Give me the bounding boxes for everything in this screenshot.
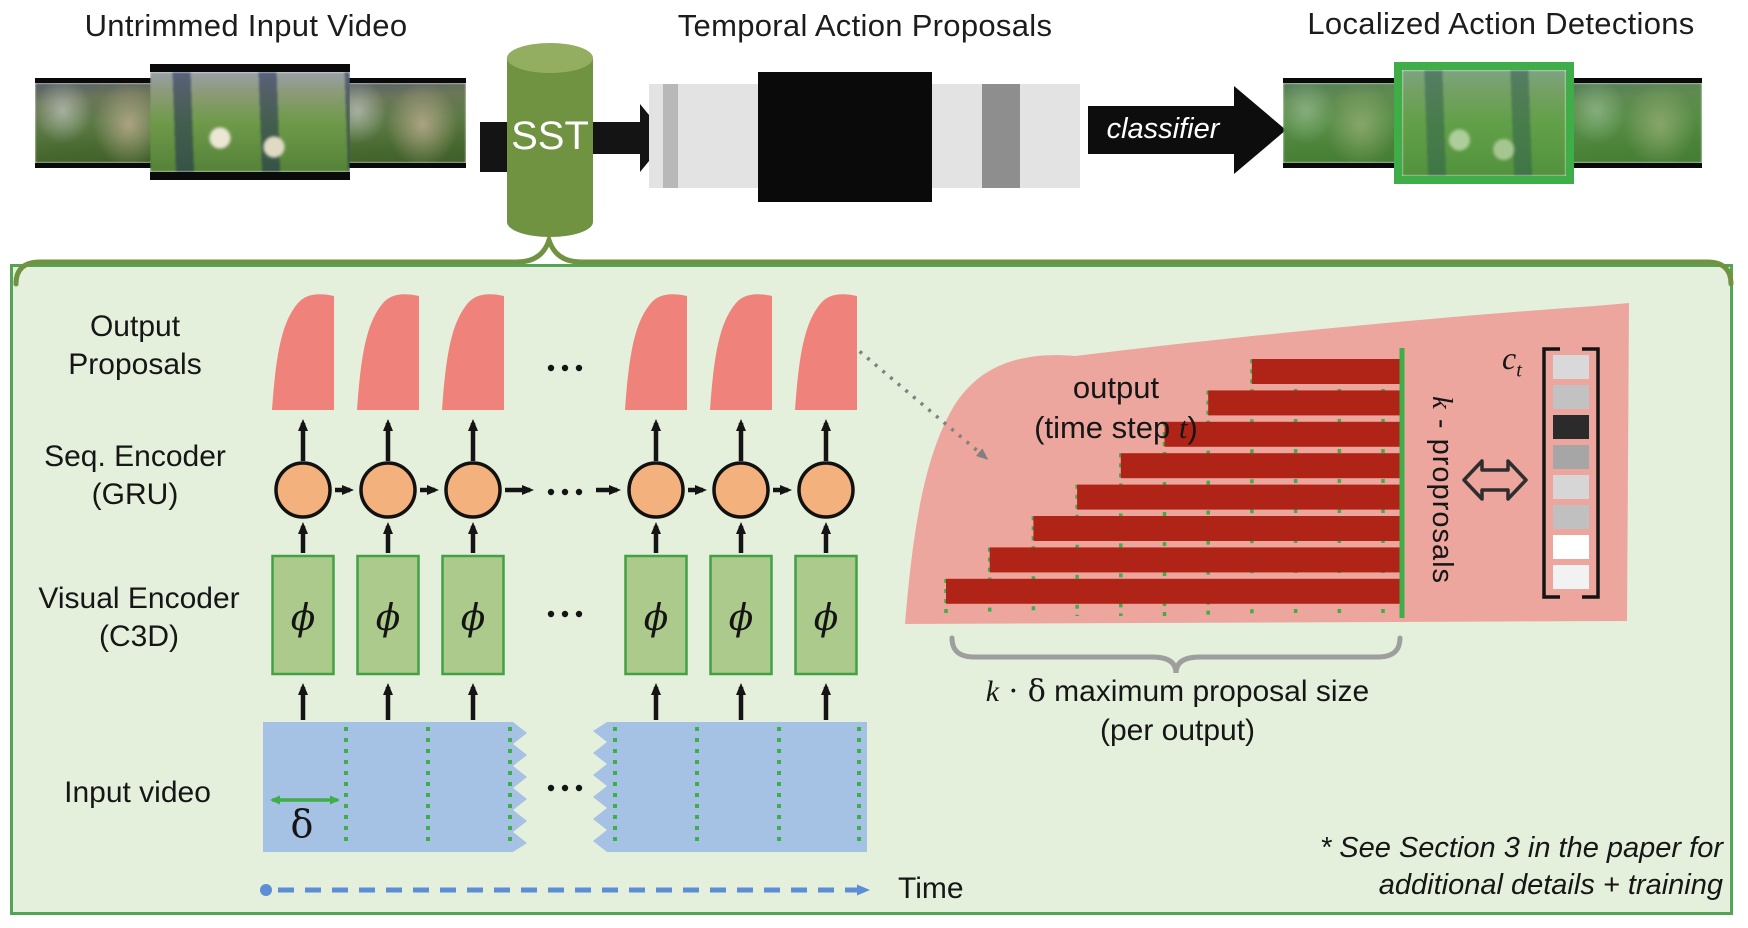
ct-bracket-left [1542,347,1560,599]
proposal-bar [1120,453,1402,479]
visual-encoder-label: Visual Encoder(C3D) [38,582,240,653]
input-video-bar-right [593,722,867,852]
ellipsis-dot [561,488,569,496]
output-proposal-fin [625,294,687,410]
confidence-cell [1553,355,1589,379]
proposal-bar [1251,359,1402,384]
video-frame [330,78,466,168]
temporal-proposals-bar [649,72,1080,202]
video-frame [1570,78,1702,168]
seq-encoder-label: Seq. Encoder(GRU) [44,440,226,511]
output-proposal-fin [710,294,772,410]
confidence-cell [1553,475,1589,499]
c3d-encoder-box [441,554,505,676]
ct-label: ct [1502,340,1522,382]
c3d-encoder-box [271,554,335,676]
ellipsis-dot [575,784,583,792]
proposal-bar [989,547,1402,573]
proposal-bar [1164,421,1402,447]
ellipsis-dot [547,610,555,618]
ellipsis-dot [547,364,555,372]
gru-cell [797,461,855,519]
confidence-cell [1553,385,1589,409]
c3d-encoder-box [624,554,688,676]
phi-symbol: ϕ [814,598,839,639]
phi-symbol: ϕ [729,598,754,639]
ellipsis-dot [547,488,555,496]
classifier-arrow-icon [1088,86,1286,174]
ellipsis-dot [561,784,569,792]
sst-cylinder-body [507,58,593,222]
output-proposal-fin [272,294,334,410]
expansion-brace [13,231,1734,287]
correspondence-double-arrow-icon [1462,459,1528,501]
ellipsis-dot [547,784,555,792]
proposal-bar [946,578,1402,604]
delta-label: δ [290,802,314,846]
sst-cylinder-top [507,43,593,73]
ellipsis-dot [561,364,569,372]
output-proposal-fin [442,294,504,410]
input-video-bar-left [263,722,527,852]
c3d-encoder-box [794,554,858,676]
classifier-label: classifier [1106,113,1220,145]
video-frame [150,64,350,180]
ellipsis-dot [561,610,569,618]
footnote: * See Section 3 in the paper for additio… [1319,832,1723,901]
output-proposal-fin [357,294,419,410]
untrimmed-video-title: Untrimmed Input Video [84,8,408,43]
confidence-cell [1553,565,1589,589]
sst-input-connector [480,122,509,172]
max-proposal-size-label: k · δ maximum proposal size (per output) [985,674,1370,747]
temporal-proposals-title: Temporal Action Proposals [677,8,1053,43]
sst-label: SST [511,114,589,158]
ellipsis-dot [575,610,583,618]
output-proposal-fin [795,294,857,410]
k-proposals-label: k - proprosals [1426,395,1458,585]
gru-cell [444,461,502,519]
ellipsis-dot [575,488,583,496]
proposal-bar [1208,390,1402,416]
confidence-cell [1553,505,1589,529]
gru-cell [712,461,770,519]
ct-bracket-right [1582,347,1600,599]
proposal-bar [1077,484,1402,510]
c3d-encoder-box [709,554,773,676]
localized-detections-title: Localized Action Detections [1307,6,1695,41]
phi-symbol: ϕ [461,598,486,639]
ellipsis-dot [575,364,583,372]
time-label: Time [898,872,964,905]
phi-symbol: ϕ [291,598,316,639]
video-frame [1283,78,1398,168]
input-video-label: Input video [64,776,211,809]
gru-cell [627,461,685,519]
confidence-cell [1553,535,1589,559]
proposal-segment [758,72,932,202]
max-size-brace [949,635,1403,674]
gru-cell [359,461,417,519]
phi-symbol: ϕ [644,598,669,639]
output-caption: output (time step t) [1034,370,1198,445]
phi-symbol: ϕ [376,598,401,639]
proposal-bar [1033,516,1402,541]
confidence-cell [1553,415,1589,439]
confidence-cell [1553,445,1589,469]
detected-action-frame [1394,62,1574,184]
time-axis-origin [260,884,272,896]
c3d-encoder-box [356,554,420,676]
gru-cell [274,461,332,519]
